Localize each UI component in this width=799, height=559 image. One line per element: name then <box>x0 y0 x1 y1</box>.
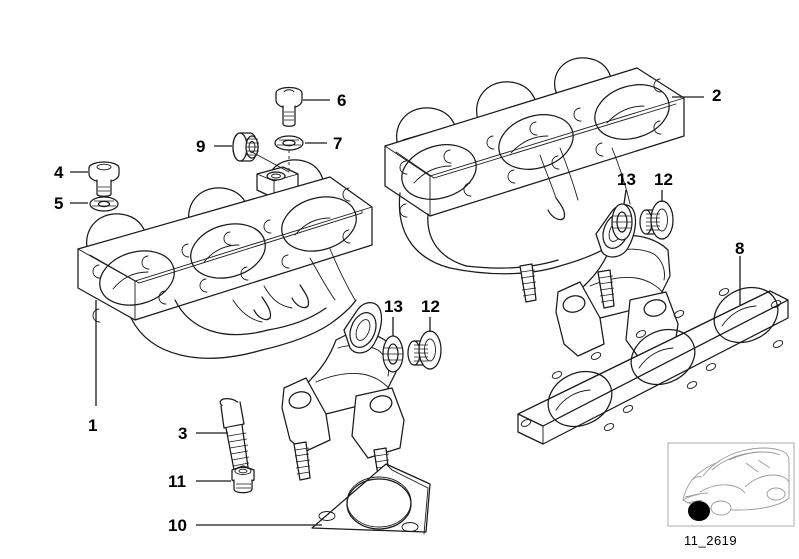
callout-number-6: 6 <box>337 91 347 110</box>
callout-number-5: 5 <box>54 194 64 213</box>
spacer-bush <box>232 132 259 162</box>
stud-left-a <box>293 441 311 481</box>
manifold-collector-right <box>449 204 679 363</box>
stud-right-b <box>597 269 615 309</box>
seal-ring-upper <box>611 203 633 241</box>
callout-number-3: 3 <box>178 424 188 443</box>
threaded-nut-lower <box>407 330 442 370</box>
manifold-collector-left <box>261 299 405 489</box>
washer-flat <box>274 135 304 151</box>
callout-number-11: 11 <box>168 472 186 491</box>
leader-13-upper <box>623 189 627 205</box>
collar-bolt <box>88 161 120 197</box>
alignment-line-9 <box>251 151 290 173</box>
seal-ring-lower <box>382 335 404 373</box>
diagram-id-text: 11_2619 <box>684 533 738 548</box>
triangular-flange <box>311 463 431 535</box>
callout-number-12-upper: 12 <box>654 170 673 189</box>
shoulder-bolt <box>275 86 303 127</box>
callout-number-2: 2 <box>712 86 722 105</box>
vehicle-location-thumbnail <box>667 442 795 527</box>
callout-number-12-lower: 12 <box>421 297 440 316</box>
manifold-gasket <box>517 286 789 445</box>
washer-small <box>89 196 119 212</box>
stud-right-a <box>519 263 537 303</box>
callout-number-10: 10 <box>168 516 187 535</box>
callout-number-9: 9 <box>196 137 206 156</box>
callout-number-13-upper: 13 <box>617 170 636 189</box>
threaded-nut-upper <box>639 200 674 240</box>
callout-number-13-lower: 13 <box>384 297 403 316</box>
callout-number-1: 1 <box>88 416 98 435</box>
callout-number-8: 8 <box>735 239 745 258</box>
callout-number-7: 7 <box>333 134 343 153</box>
exhaust-manifold-left <box>77 159 373 359</box>
leader-lines <box>70 96 741 526</box>
hex-nut <box>231 465 255 494</box>
exhaust-manifold-right <box>384 57 685 269</box>
callout-number-4: 4 <box>54 163 64 182</box>
hex-bolt-long <box>219 397 250 471</box>
